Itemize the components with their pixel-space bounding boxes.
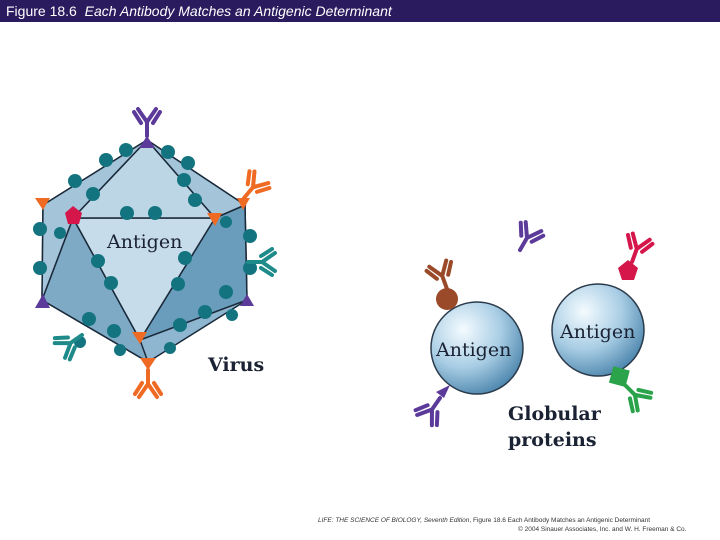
figure-title: Figure 18.6 Each Antibody Matches an Ant… [6, 3, 392, 19]
virus-antigen-label: Antigen [106, 231, 182, 253]
copyright: © 2004 Sinauer Associates, Inc. and W. H… [518, 526, 687, 533]
purple-determinant [436, 385, 450, 398]
virus: Antigen [33, 136, 257, 370]
figure-number: Figure 18.6 [6, 3, 77, 19]
orange-determinant [35, 198, 50, 210]
orange-determinant [237, 198, 250, 210]
purple-antibody [132, 107, 162, 138]
globular-proteins-label-line1: Globular [508, 403, 602, 425]
free-purple-antibody [506, 218, 547, 259]
orange-determinant [140, 358, 156, 370]
left-antigen-label: Antigen [435, 339, 511, 361]
purple-determinant [240, 294, 254, 306]
virus-vertex-markers [35, 136, 254, 370]
book-title: LIFE: THE SCIENCE OF BIOLOGY, Seventh Ed… [318, 517, 470, 524]
figure-caption: Each Antibody Matches an Antigenic Deter… [84, 3, 392, 19]
purple-antibody [411, 388, 453, 430]
virus-label: Virus [207, 354, 264, 376]
globular-proteins: Antigen Antigen [430, 260, 645, 398]
purple-determinant [35, 294, 50, 308]
crimson-antibody [617, 230, 656, 269]
brown-antibody [423, 257, 462, 296]
crimson-determinant [65, 206, 82, 224]
left-antigen-sphere [430, 301, 524, 395]
crimson-determinant [618, 260, 638, 280]
credit-figure-ref: , Figure 18.6 Each Antibody Matches an A… [469, 517, 651, 524]
right-antigen-label: Antigen [559, 321, 635, 343]
orange-determinant [207, 213, 222, 226]
right-antigen-sphere [551, 283, 645, 377]
orange-determinant [132, 332, 147, 344]
virus-surface-dots [33, 143, 257, 356]
orange-antibody [133, 368, 163, 399]
globular-proteins-label-line2: proteins [508, 429, 597, 451]
credit-line: LIFE: THE SCIENCE OF BIOLOGY, Seventh Ed… [318, 516, 686, 534]
antibody-figure: Antigen Virus Antigen Antigen Globular p… [33, 107, 656, 451]
title-bar: Figure 18.6 Each Antibody Matches an Ant… [0, 0, 720, 22]
brown-determinant [436, 288, 458, 310]
green-determinant [608, 366, 630, 388]
purple-determinant [139, 136, 155, 148]
